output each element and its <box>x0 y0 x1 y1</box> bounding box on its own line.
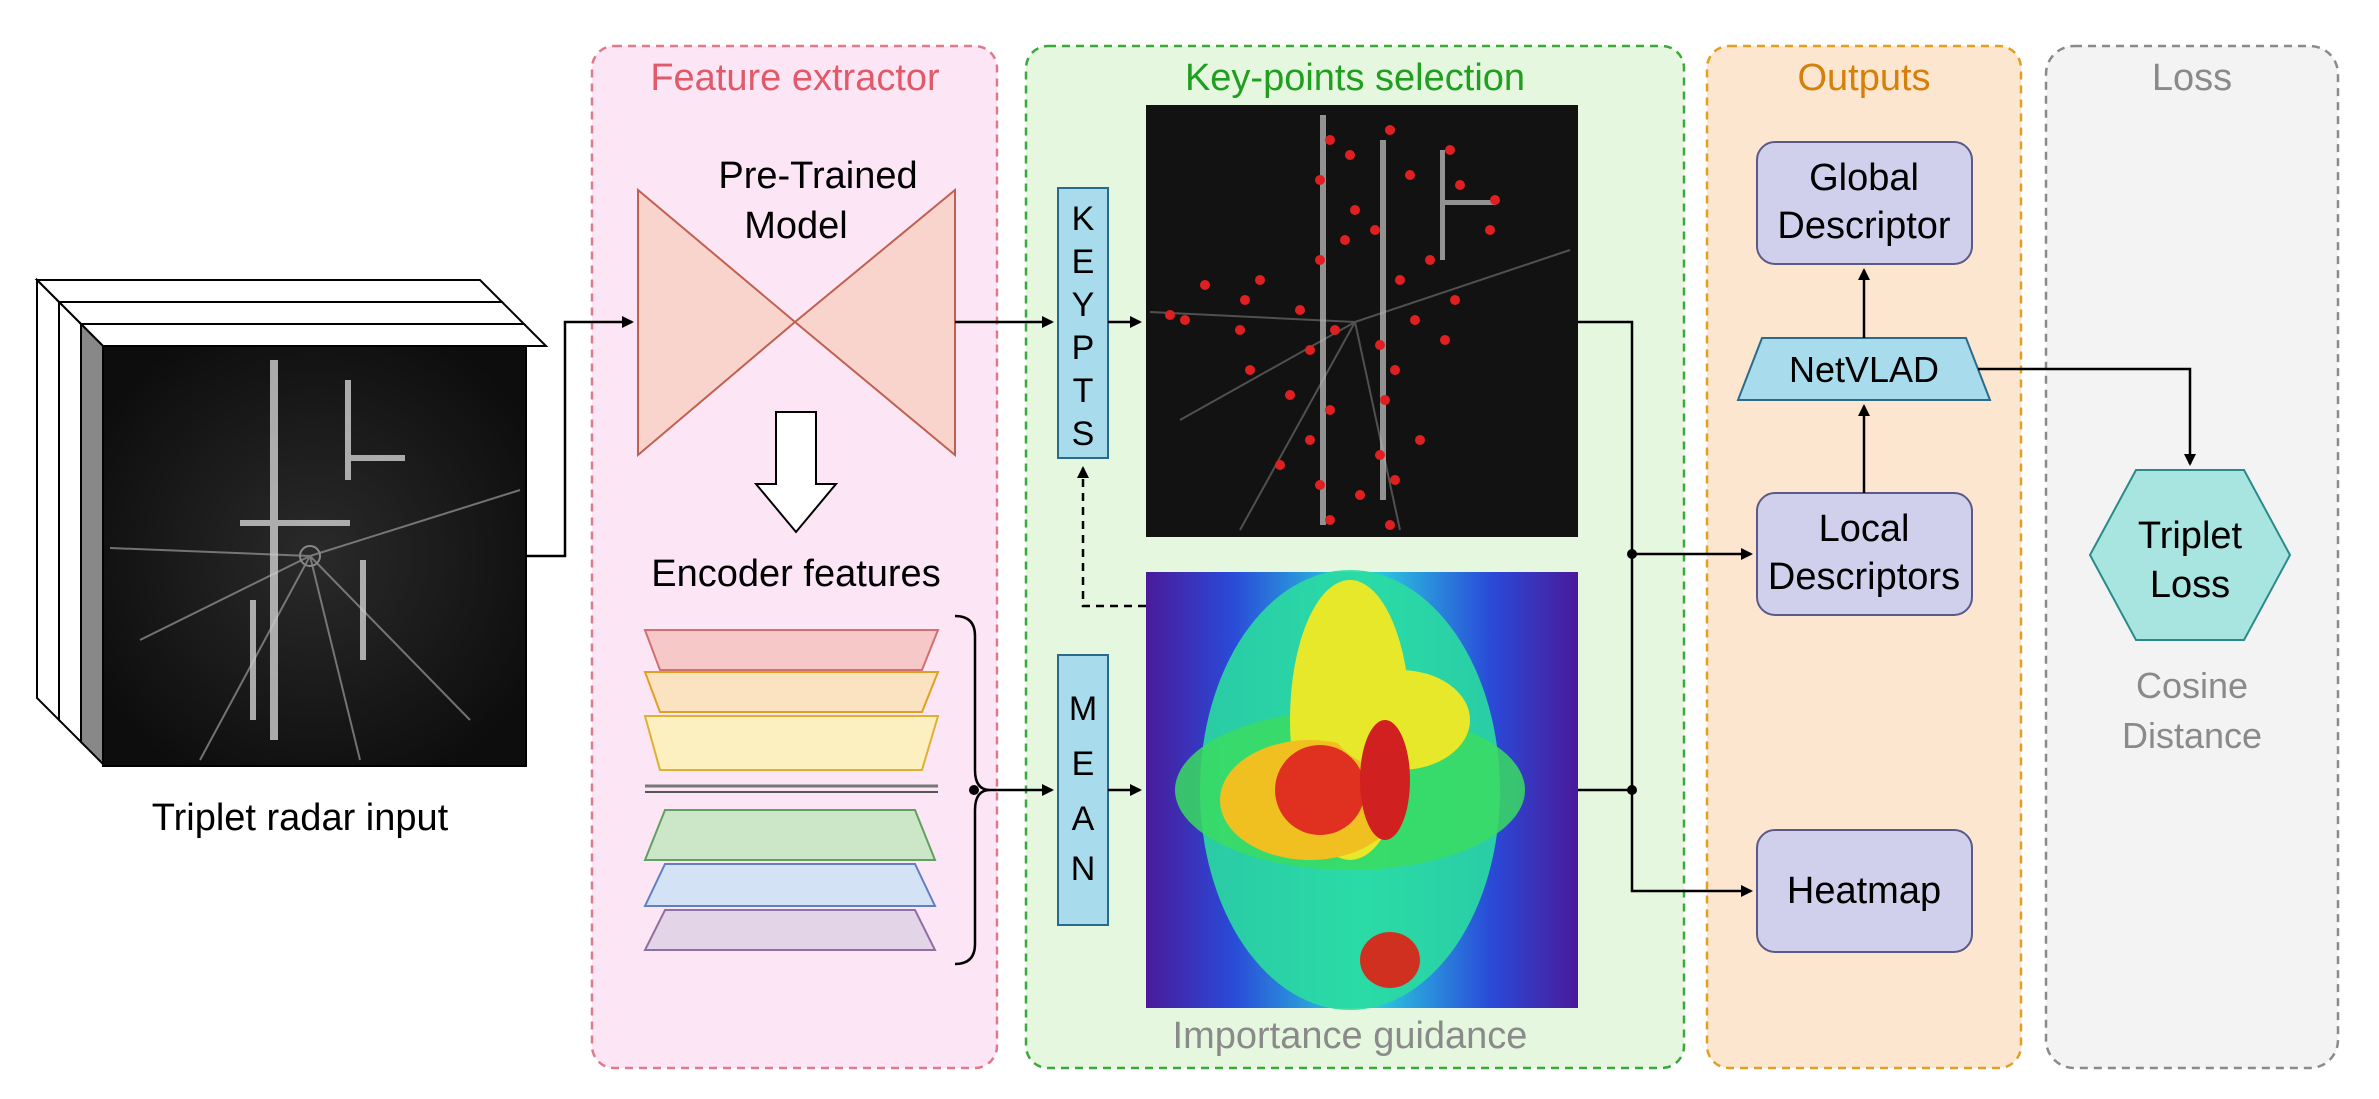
heatmap-label: Heatmap <box>1787 870 1941 912</box>
local-descriptors-node: Local Descriptors <box>1756 492 1973 616</box>
netvlad-to-loss-arrow <box>1978 367 2196 466</box>
keypts-letter: T <box>1073 372 1094 410</box>
encoder-features-stack <box>643 629 940 951</box>
connectors <box>526 268 2196 897</box>
heatmap-to-heatmap-node-arrow <box>1630 790 1753 897</box>
loss-title: Loss <box>2152 57 2232 99</box>
down-arrow-icon <box>753 411 839 534</box>
keypoints-radar-image <box>1146 105 1578 537</box>
importance-guidance-arrow <box>1077 466 1146 608</box>
mean-letter: M <box>1069 690 1097 728</box>
cosine-distance-line2: Distance <box>2122 715 2262 756</box>
mean-letter: N <box>1071 850 1096 888</box>
kp-to-local-desc-arrow <box>1578 320 1753 560</box>
global-descriptor-line2: Descriptor <box>1777 205 1950 247</box>
junction-dot <box>1627 785 1637 795</box>
feature-extractor-title: Feature extractor <box>650 57 940 99</box>
junction-dot <box>1627 549 1637 559</box>
heatmap-node: Heatmap <box>1756 829 1973 953</box>
mean-letter: A <box>1072 800 1095 838</box>
importance-heatmap-image <box>1146 570 1578 1010</box>
cosine-distance-line1: Cosine <box>2136 665 2248 706</box>
triplet-radar-input-stack: Triplet radar input <box>34 277 549 839</box>
keypts-letter: K <box>1072 200 1095 238</box>
brace-junction-dot <box>969 785 979 795</box>
keypoint-markers <box>1165 125 1500 530</box>
importance-guidance-caption: Importance guidance <box>1173 1015 1528 1057</box>
pretrained-model-line2: Model <box>744 205 848 247</box>
global-descriptor-line1: Global <box>1809 157 1919 199</box>
keypts-letter: P <box>1072 329 1095 367</box>
pretrained-model-line1: Pre-Trained <box>718 155 917 197</box>
keypts-box: K E Y P T S <box>1057 187 1109 459</box>
keypoints-selection-title: Key-points selection <box>1185 57 1525 99</box>
netvlad-label: NetVLAD <box>1789 349 1939 390</box>
netvlad-node: NetVLAD <box>1736 337 1992 401</box>
global-descriptor-node: Global Descriptor <box>1756 141 1973 265</box>
local-descriptors-line1: Local <box>1819 508 1910 550</box>
keypts-letter: Y <box>1072 286 1095 324</box>
outputs-title: Outputs <box>1797 57 1930 99</box>
triplet-loss-node: Triplet Loss <box>2088 469 2292 641</box>
mean-box: M E A N <box>1057 654 1109 926</box>
radar-input-image <box>102 345 527 767</box>
encoder-features-label: Encoder features <box>651 553 940 595</box>
input-to-model-arrow <box>526 316 634 558</box>
triplet-loss-line2: Loss <box>2150 564 2230 606</box>
local-descriptors-line2: Descriptors <box>1768 556 1960 598</box>
keypts-letter: E <box>1072 243 1095 281</box>
mean-letter: E <box>1072 745 1095 783</box>
triplet-loss-line1: Triplet <box>2138 515 2243 557</box>
pretrained-model-block: Pre-Trained Model <box>637 155 956 458</box>
triplet-radar-input-caption: Triplet radar input <box>152 797 449 839</box>
keypts-letter: S <box>1072 415 1095 453</box>
